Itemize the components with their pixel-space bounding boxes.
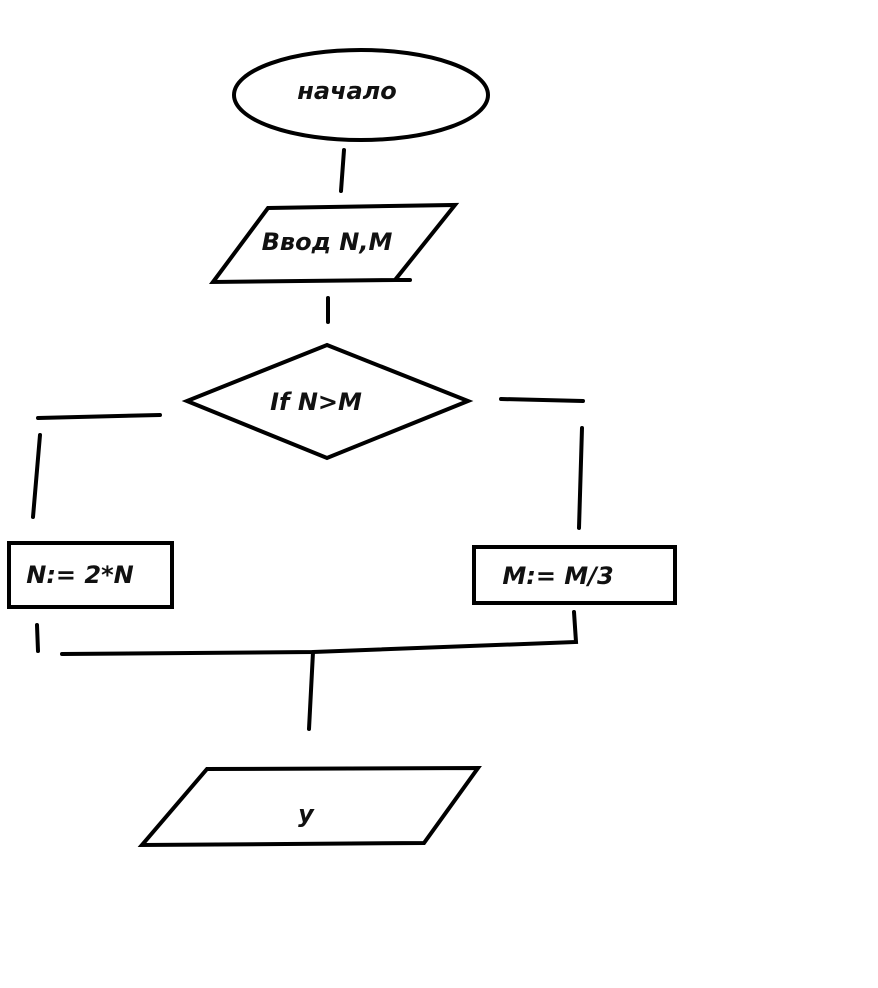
connector-start-input	[339, 148, 346, 193]
connector-merge-horizontal	[60, 610, 579, 656]
branch-left-label: N:= 2*N	[26, 561, 133, 589]
condition-label: If N>M	[270, 388, 362, 416]
branch-right-box	[472, 545, 677, 605]
input-label: Ввод N,M	[262, 228, 393, 256]
connector-condition-right-horizontal	[499, 397, 585, 403]
connector-condition-left-vertical	[31, 433, 42, 519]
condition-diamond	[181, 342, 474, 461]
start-node: начало	[232, 48, 490, 142]
output-parallelogram	[137, 765, 482, 848]
start-label: начало	[297, 77, 397, 105]
input-node: Ввод N,M	[208, 202, 460, 285]
branch-right-label: M:= M/3	[502, 562, 613, 590]
branch-left-node: N:= 2*N	[7, 541, 174, 609]
connector-condition-left-horizontal	[36, 413, 162, 420]
branch-right-node: M:= M/3	[472, 545, 677, 605]
connector-condition-right-vertical	[577, 426, 584, 530]
condition-node: If N>M	[181, 342, 474, 461]
connector-merge-output	[307, 650, 315, 731]
output-node: y	[137, 765, 482, 848]
branch-left-box	[7, 541, 174, 609]
start-ellipse	[232, 48, 490, 142]
connector-left-merge-vertical	[35, 623, 40, 653]
output-label: y	[298, 800, 315, 828]
